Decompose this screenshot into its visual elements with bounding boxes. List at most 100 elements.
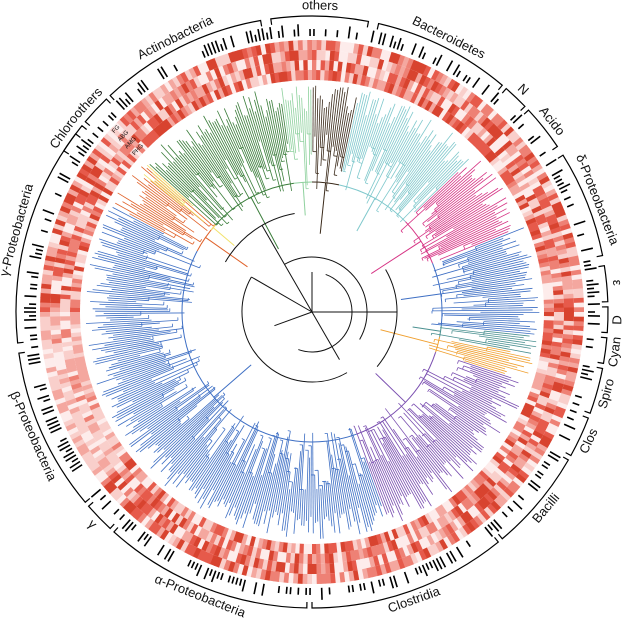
tree-branch <box>323 107 327 160</box>
tree-branch-arc <box>434 339 435 342</box>
presence-bar <box>430 562 433 568</box>
tree-branch-arc <box>439 247 440 250</box>
tree-branch-arc <box>191 274 192 277</box>
presence-bar <box>29 256 41 258</box>
clade-label-others-top: others <box>302 0 339 13</box>
presence-bar <box>254 582 256 594</box>
tree-branch-arc <box>187 370 188 373</box>
presence-bar <box>457 71 461 77</box>
presence-bar <box>43 399 50 401</box>
presence-bar <box>581 373 588 375</box>
presence-bar <box>473 78 480 88</box>
tree-branch <box>255 111 270 163</box>
presence-bar <box>31 277 38 278</box>
clade-label-clostridia: Clostridia <box>386 583 443 615</box>
tree-branch-arc <box>188 279 189 282</box>
tree-branch <box>254 434 279 524</box>
presence-bar <box>47 421 58 426</box>
presence-bar <box>494 99 499 104</box>
presence-bar <box>212 571 216 582</box>
tree-branch-arc <box>169 350 170 353</box>
tree-branch-arc <box>419 377 420 379</box>
tree-branch <box>486 339 536 347</box>
tree-branch-arc <box>235 178 238 180</box>
presence-bar <box>236 578 238 585</box>
tree-branch-arc <box>443 376 444 379</box>
presence-bar <box>217 572 219 579</box>
presence-bar <box>518 495 523 500</box>
tree-branch <box>470 391 501 407</box>
clade-label-n: N <box>515 81 532 98</box>
tree-branch-arc <box>168 360 169 363</box>
presence-bar <box>575 395 582 397</box>
tree-branch <box>98 251 158 268</box>
presence-bar <box>221 44 223 51</box>
presence-bar <box>584 265 591 266</box>
tree-branch <box>328 481 332 526</box>
presence-bar <box>538 471 544 475</box>
tree-branch <box>419 415 467 462</box>
tree-branch <box>401 416 452 476</box>
presence-bar <box>433 58 436 64</box>
presence-bar <box>32 244 44 247</box>
tree-branch <box>105 337 181 352</box>
clade-bracket-d <box>601 307 608 333</box>
presence-bar <box>419 566 422 572</box>
presence-bar <box>582 369 594 371</box>
tree-branch <box>467 319 535 322</box>
clade-stem <box>303 182 305 215</box>
presence-bar <box>447 61 453 71</box>
tree-branch-arc <box>359 162 362 163</box>
tree-branch-arc <box>196 362 197 365</box>
presence-bar <box>35 253 42 254</box>
presence-bar <box>34 384 46 387</box>
presence-bar <box>27 354 39 356</box>
tree-branch <box>432 310 533 311</box>
presence-bar <box>581 248 593 251</box>
presence-bar <box>24 327 36 328</box>
root-stem <box>251 277 312 312</box>
tree-branch-arc <box>198 359 199 361</box>
tree-branch-arc <box>420 250 421 252</box>
clade-label-beta: β-Proteobacteria <box>7 389 60 484</box>
tree-branch <box>307 111 308 134</box>
heatmap-cell <box>316 564 321 574</box>
presence-bar <box>36 249 43 251</box>
tree-branch <box>472 279 532 288</box>
tree-branch-arc <box>377 211 379 212</box>
tree-branch <box>422 221 499 259</box>
presence-bar <box>588 324 600 325</box>
tree-branch <box>124 238 199 268</box>
presence-bar <box>231 36 234 48</box>
presence-bar <box>204 45 208 56</box>
tree-branch-arc <box>334 156 337 157</box>
presence-bar <box>192 562 195 568</box>
tree-branch-arc <box>238 195 241 197</box>
presence-bar <box>144 534 148 540</box>
tree-branch-arc <box>392 192 395 194</box>
tree-branch-arc <box>262 448 265 449</box>
presence-bar <box>415 568 418 574</box>
presence-bar <box>426 563 429 569</box>
tree-branch-arc <box>267 170 270 171</box>
tree-branch-arc <box>260 435 263 436</box>
tree-branch <box>308 458 309 533</box>
tree-branch-arc <box>424 402 426 404</box>
presence-bar <box>394 42 396 49</box>
presence-bar <box>66 448 72 451</box>
tree-branch <box>299 95 301 133</box>
clade-label-others-left: others <box>70 84 106 121</box>
tree-branch <box>92 326 142 330</box>
tree-branch-arc <box>161 403 163 406</box>
tree-branch <box>473 303 523 305</box>
tree-branch-arc <box>357 178 360 179</box>
presence-bar <box>37 395 48 399</box>
tree-branch <box>97 285 170 294</box>
tree-branch-arc <box>416 212 418 214</box>
presence-bar <box>270 27 272 39</box>
presence-bar <box>43 410 54 414</box>
presence-bar <box>540 152 546 156</box>
presence-bar <box>508 506 513 511</box>
tree-branch-arc <box>200 265 201 267</box>
